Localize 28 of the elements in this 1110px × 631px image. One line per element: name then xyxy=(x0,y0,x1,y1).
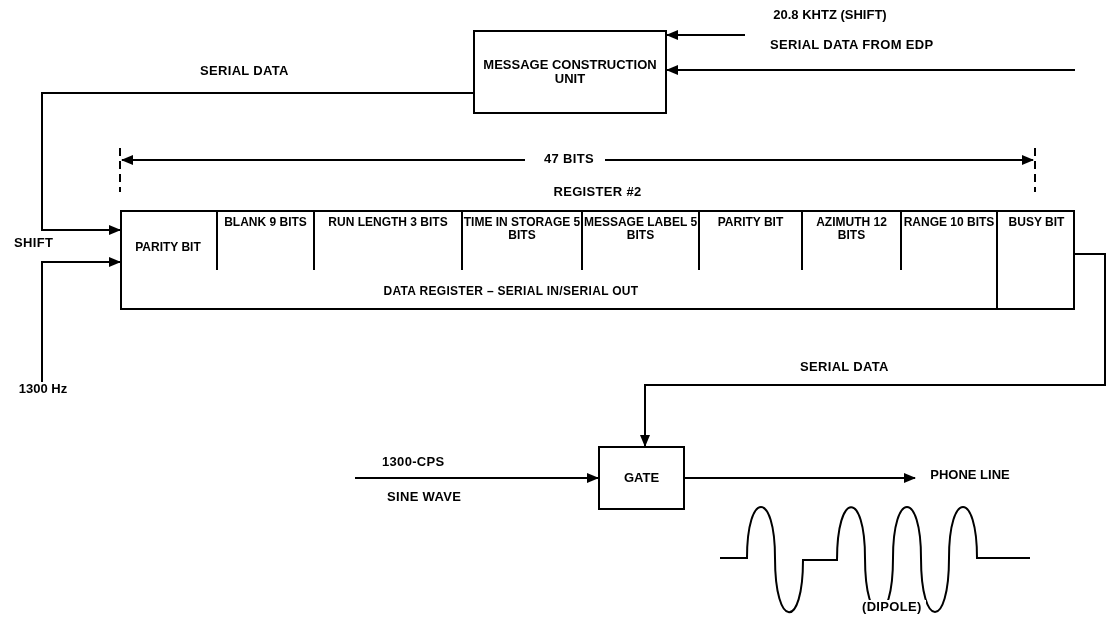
edge-label: SERIAL DATA xyxy=(200,64,289,77)
register-field: RUN LENGTH 3 BITS xyxy=(315,210,463,270)
register-field: TIME IN STORAGE 5 BITS xyxy=(463,210,583,270)
register-caption: DATA REGISTER – SERIAL IN/SERIAL OUT xyxy=(382,283,640,300)
arrow xyxy=(684,473,916,483)
register-title: REGISTER #2 xyxy=(552,183,643,201)
process-box: GATE xyxy=(598,446,685,510)
arrow xyxy=(666,65,1076,75)
signal-label: PHONE LINE xyxy=(915,468,1025,488)
arrow xyxy=(41,257,121,383)
edge-label: SERIAL DATA FROM EDP xyxy=(770,38,934,51)
register-field: AZIMUTH 12 BITS xyxy=(803,210,902,270)
signal-label: 20.8 KHTZ (SHIFT) xyxy=(745,8,915,38)
register-field: PARITY BIT xyxy=(700,210,803,270)
register-field: BLANK 9 BITS xyxy=(218,210,315,270)
arrow xyxy=(666,30,746,40)
signal-label: 1300 Hz xyxy=(8,382,78,402)
register-field: RANGE 10 BITS xyxy=(902,210,998,310)
edge-label: SERIAL DATA xyxy=(800,360,889,373)
process-box: MESSAGE CONSTRUCTION UNIT xyxy=(473,30,667,114)
register-field: MESSAGE LABEL 5 BITS xyxy=(583,210,700,270)
register-field: PARITY BIT xyxy=(120,210,218,270)
arrow xyxy=(354,473,599,483)
arrow xyxy=(41,92,474,235)
edge-label: SHIFT xyxy=(14,236,54,249)
arrow xyxy=(640,253,1106,447)
edge-label: 1300-CPS xyxy=(382,455,445,468)
register-field: BUSY BIT xyxy=(998,210,1075,310)
